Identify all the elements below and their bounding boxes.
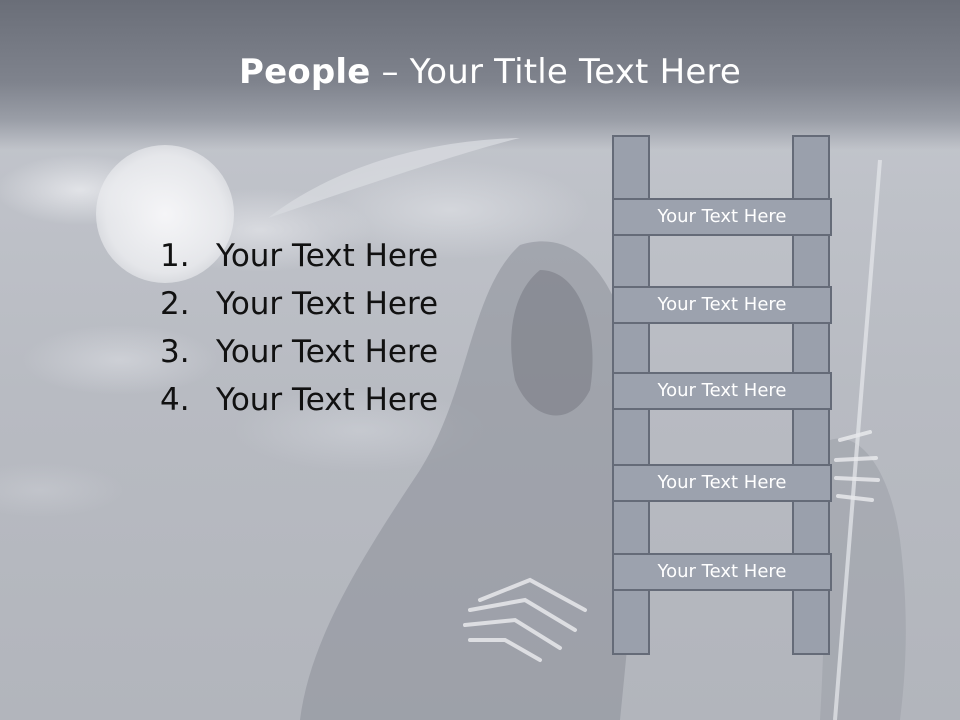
list-item: 3. Your Text Here [160,330,438,378]
list-text: Your Text Here [216,334,439,370]
moon [96,145,234,283]
ladder-rung-4: Your Text Here [612,464,832,502]
title-band [0,0,960,150]
title-bold: People [238,52,371,92]
ladder-rung-2: Your Text Here [612,286,832,324]
ladder-rung-5: Your Text Here [612,553,832,591]
ladder-rung-3: Your Text Here [612,372,832,410]
numbered-list: 1. Your Text Here 2. Your Text Here 3. Your… [160,234,438,426]
slide-title: People – Your Title Text Here [0,52,960,92]
list-number: 2. [160,286,190,322]
list-number: 4. [160,382,190,418]
list-item: 2. Your Text Here [160,282,438,330]
title-rest: – Your Title Text Here [370,52,742,92]
ladder-rung-1: Your Text Here [612,198,832,236]
list-text: Your Text Here [216,238,439,274]
list-number: 3. [160,334,190,370]
list-text: Your Text Here [216,382,439,418]
list-text: Your Text Here [216,286,439,322]
list-item: 4. Your Text Here [160,378,438,426]
list-number: 1. [160,238,190,274]
list-item: 1. Your Text Here [160,234,438,282]
